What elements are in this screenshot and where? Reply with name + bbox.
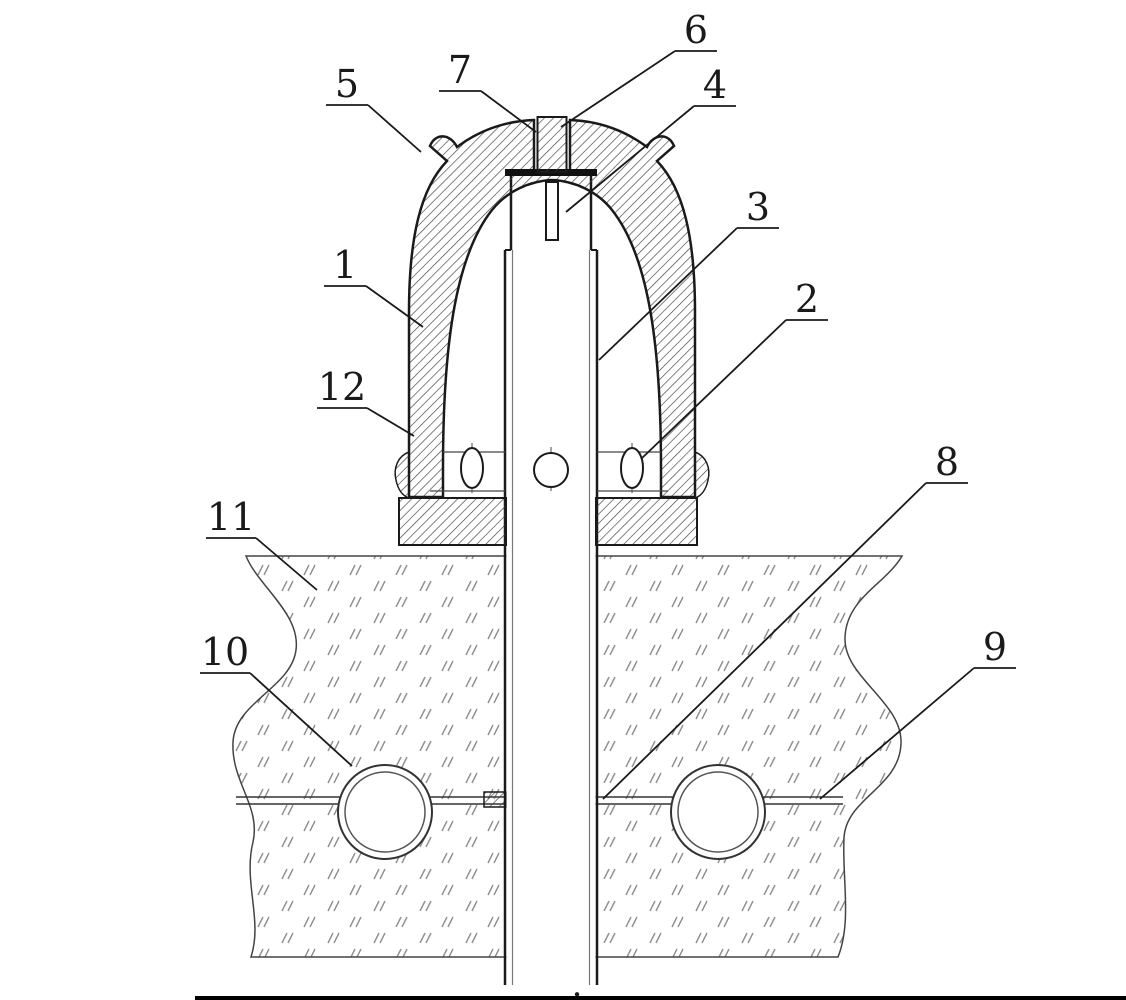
tube-interior xyxy=(506,176,596,985)
center-hole xyxy=(533,447,569,491)
callout-7 xyxy=(439,90,537,133)
callout-6 xyxy=(560,50,717,128)
foot-left xyxy=(394,450,410,500)
callout-2 xyxy=(640,319,828,460)
part-label-7: 7 xyxy=(448,48,472,92)
callout-8 xyxy=(602,482,968,800)
guide-rod xyxy=(545,181,559,241)
callout-10 xyxy=(200,672,353,767)
dome-shell xyxy=(407,118,697,499)
base-flange-left xyxy=(398,497,507,546)
part-label-4: 4 xyxy=(703,63,727,107)
pipe-connector xyxy=(483,791,507,808)
callout-4 xyxy=(565,105,736,213)
part-label-6: 6 xyxy=(684,8,708,52)
borehole-left xyxy=(337,764,433,860)
part-label-10: 10 xyxy=(201,630,249,674)
callout-1 xyxy=(324,285,424,328)
part-label-2: 2 xyxy=(795,277,819,321)
part-label-12: 12 xyxy=(318,365,366,409)
part-label-5: 5 xyxy=(335,62,359,106)
foot-right xyxy=(694,450,710,500)
callout-12 xyxy=(317,407,415,437)
part-label-9: 9 xyxy=(983,625,1007,669)
callout-11 xyxy=(206,537,318,591)
part-label-1: 1 xyxy=(333,243,357,287)
base-flange-right xyxy=(595,497,698,546)
side-hole-right xyxy=(620,443,644,493)
callout-3 xyxy=(598,227,779,361)
callout-9 xyxy=(819,667,1016,800)
page-edge-line xyxy=(195,996,1126,1000)
part-label-11: 11 xyxy=(207,495,255,539)
borehole-right xyxy=(670,764,766,860)
leader-lines xyxy=(200,50,1016,800)
callout-5 xyxy=(326,104,422,153)
side-hole-left xyxy=(460,443,484,493)
part-label-3: 3 xyxy=(746,185,770,229)
part-label-8: 8 xyxy=(935,440,959,484)
caption-dot: . xyxy=(572,965,583,1000)
